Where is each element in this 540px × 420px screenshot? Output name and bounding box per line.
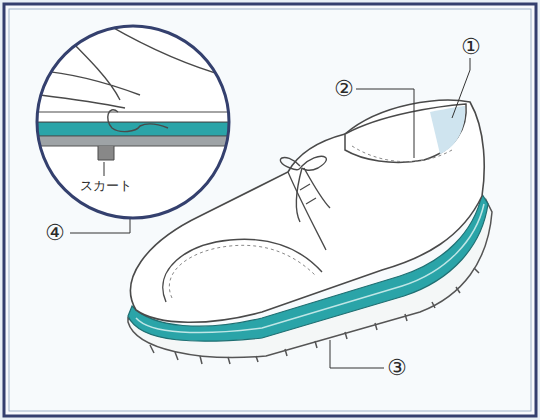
magnified-detail xyxy=(20,20,240,160)
leader-line xyxy=(330,340,384,368)
leader-line xyxy=(70,218,130,233)
magnifier-rim xyxy=(37,26,229,218)
leader-line xyxy=(356,89,414,158)
callout-number: ② xyxy=(333,78,355,100)
quarter-seam xyxy=(288,172,326,250)
collar-stitch xyxy=(352,146,452,162)
callout-number: ③ xyxy=(386,357,408,379)
toe-stitch xyxy=(169,245,316,298)
eyelets xyxy=(300,184,316,204)
collar xyxy=(345,104,466,162)
part-name: スカート xyxy=(78,178,134,193)
frame-border xyxy=(4,4,536,416)
callout-number: ① xyxy=(460,36,482,58)
frame-inner xyxy=(9,9,531,411)
leader-line xyxy=(104,162,105,176)
callout-number: ④ xyxy=(44,222,66,244)
toe-seam xyxy=(163,239,322,302)
insole xyxy=(430,106,465,154)
leader-line xyxy=(452,58,470,118)
lace-bow xyxy=(280,156,330,222)
